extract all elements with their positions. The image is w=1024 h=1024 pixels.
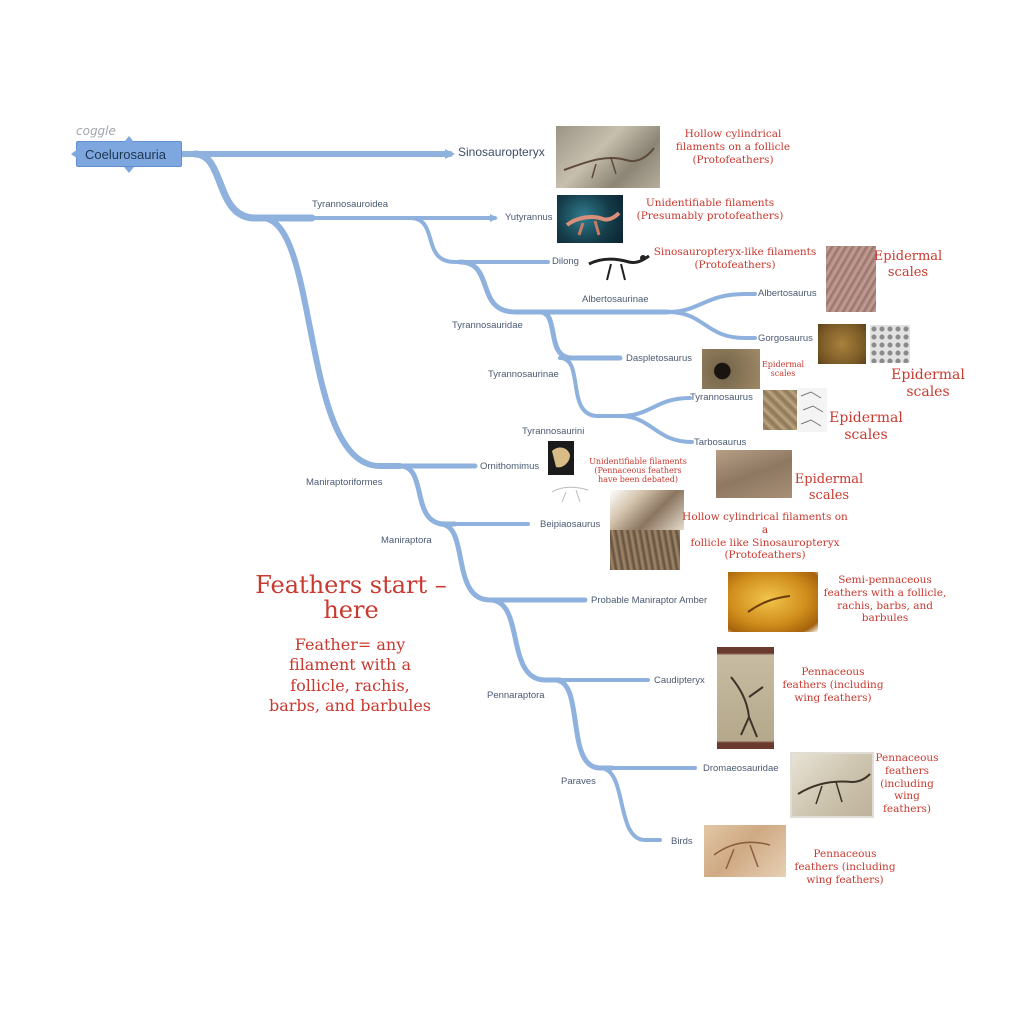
node-birds[interactable]: Birds: [671, 836, 693, 847]
branch-amber: [437, 521, 588, 603]
coggle-logo: coggle: [76, 124, 116, 138]
fossil-photo-ornithomimus: [548, 441, 574, 475]
branch-birds: [598, 766, 662, 842]
branch-tarbosaurus: [618, 414, 694, 444]
annotation-dilong: Sinosauropteryx-like filaments(Protofeat…: [653, 246, 817, 271]
branch-tyrannosaurinae: [537, 309, 623, 361]
skin-impression-daspletosaurus: [702, 349, 760, 389]
node-tarbosaurus[interactable]: Tarbosaurus: [694, 437, 747, 448]
annotation-ornithomimus: Unidentifiable filaments(Pennaceous feat…: [589, 457, 687, 485]
branch-dilong: [408, 216, 550, 264]
scale-sketch-tyrannosaurus: [797, 388, 827, 432]
node-amber[interactable]: Probable Maniraptor Amber: [591, 595, 708, 606]
node-tyrannosaurini[interactable]: Tyrannosaurini: [522, 426, 585, 437]
branch-tyrannosauroidea: [191, 150, 316, 222]
fossil-slab-birds: [704, 825, 786, 877]
fossil-slab-dromaeosauridae: [790, 752, 874, 818]
node-caudipteryx[interactable]: Caudipteryx: [654, 675, 705, 686]
scale-pattern-gorgosaurus: [870, 325, 910, 363]
branch-maniraptora: [397, 463, 458, 527]
node-tyrannosauroidea[interactable]: Tyrannosauroidea: [312, 199, 389, 210]
root-node-coelurosauria[interactable]: Coelurosauria: [76, 141, 182, 167]
node-dromaeosauridae[interactable]: Dromaeosauridae: [703, 763, 779, 774]
node-paraves[interactable]: Paraves: [561, 776, 596, 787]
fossil-photo-beipiaosaurus: [610, 490, 684, 530]
branch-pennaraptora: [487, 597, 563, 683]
node-maniraptoriformes[interactable]: Maniraptoriformes: [306, 477, 383, 488]
root-node-label: Coelurosauria: [85, 147, 166, 162]
skin-impression-tyrannosaurus: [763, 390, 797, 430]
branch-maniraptoriformes: [259, 215, 403, 469]
illustration-yutyrannus: [557, 195, 623, 243]
skeleton-drawing-dilong: [585, 248, 651, 284]
skeleton-sketch-ornithomimus: [548, 478, 592, 506]
node-daspletosaurus[interactable]: Daspletosaurus: [626, 353, 693, 364]
collapse-left-icon[interactable]: [69, 148, 79, 160]
node-pennaraptora[interactable]: Pennaraptora: [487, 690, 545, 701]
amber-specimen-photo: [728, 572, 818, 632]
fossil-photo-sinosauropteryx: [556, 126, 660, 188]
node-tyrannosaurus[interactable]: Tyrannosaurus: [690, 392, 753, 403]
arrow-sinosauropteryx: [445, 149, 455, 159]
annotation-yutyrannus: Unidentifiable filaments(Presumably prot…: [636, 197, 784, 222]
node-sinosauropteryx[interactable]: Sinosauropteryx: [458, 145, 545, 159]
branch-tyrannosaurini: [558, 356, 622, 418]
arrow-yutyrannus: [490, 214, 498, 222]
collapse-up-icon[interactable]: [123, 134, 135, 143]
node-gorgosaurus[interactable]: Gorgosaurus: [758, 333, 813, 344]
node-maniraptora[interactable]: Maniraptora: [381, 535, 432, 546]
collapse-down-icon[interactable]: [123, 166, 135, 175]
skin-impression-tarbosaurus: [716, 450, 792, 498]
branch-albertosaurus: [666, 292, 757, 314]
skin-impression-gorgosaurus: [818, 324, 866, 364]
node-dilong[interactable]: Dilong: [552, 256, 579, 267]
feathers-start-headline: Feathers start –here: [255, 571, 447, 625]
node-albertosaurinae[interactable]: Albertosaurinae: [582, 294, 649, 305]
node-tyrannosaurinae[interactable]: Tyrannosaurinae: [488, 369, 559, 380]
skin-impression-albertosaurus: [826, 246, 876, 312]
branch-gorgosaurus: [666, 310, 757, 340]
fossil-slab-caudipteryx: [717, 647, 774, 749]
branch-paraves: [552, 677, 615, 771]
branch-tyrannosauridae: [457, 259, 548, 315]
filament-closeup-beipiaosaurus: [610, 530, 680, 570]
node-yutyrannus[interactable]: Yutyrannus: [505, 212, 553, 223]
node-beipiaosaurus[interactable]: Beipiaosaurus: [540, 519, 601, 530]
branch-tyrannosaurus: [618, 396, 692, 418]
node-tyrannosauridae[interactable]: Tyrannosauridae: [452, 320, 523, 331]
node-ornithomimus[interactable]: Ornithomimus: [480, 461, 540, 472]
node-albertosaurus[interactable]: Albertosaurus: [758, 288, 817, 299]
